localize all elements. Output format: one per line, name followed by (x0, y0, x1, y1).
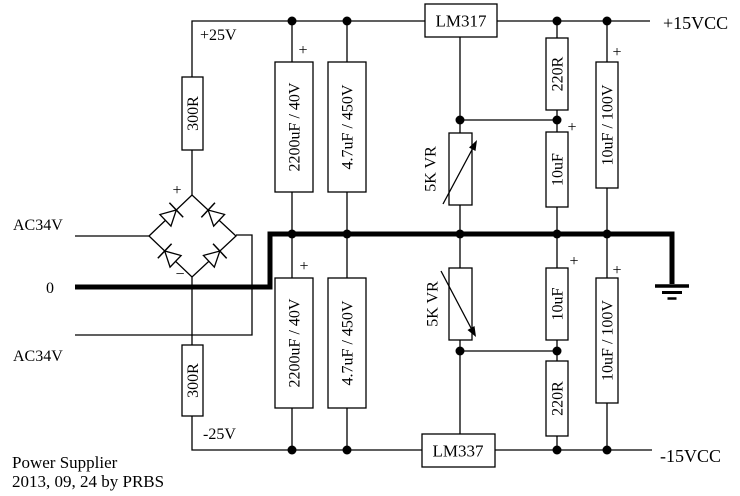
cap-4u7-bottom-label: 4.7uF / 450V (340, 300, 357, 385)
net-label-minus25v: -25V (203, 426, 236, 443)
junction-dot (552, 346, 562, 356)
cap-10uf-100v-bottom-plus-mark: + (612, 262, 621, 279)
cap-2200uf-bottom-plus-mark: + (299, 258, 308, 275)
cap-2200uf-bottom: 2200uF / 40V (274, 277, 314, 409)
zero-ground-bus (75, 231, 675, 290)
cap-10uf-bottom-label: 10uF (550, 287, 567, 320)
net-label-ac34v-bottom: AC34V (13, 348, 63, 365)
diode-bottom-right-icon (202, 243, 228, 269)
resistor-300r-bottom: 300R (181, 344, 204, 417)
lm317-adjust-wires (459, 37, 558, 133)
cap-2200uf-top-label: 2200uF / 40V (287, 82, 304, 171)
polarity-marks: + + + + + + (298, 42, 621, 279)
cap-10uf-100v-top: 10uF / 100V (595, 61, 619, 189)
potentiometer-top: 5K VR (423, 132, 477, 206)
cap-10uf-100v-top-plus-mark: + (612, 44, 621, 61)
diode-top-left-icon (158, 202, 184, 228)
top-stub-wires (291, 21, 608, 62)
junction-dots (287, 16, 612, 455)
junction-dot (342, 16, 352, 26)
resistor-300r-bottom-label: 300R (185, 363, 202, 398)
earth-ground-symbol (655, 284, 689, 300)
regulator-lm337-label: LM337 (433, 442, 485, 461)
cap-10uf-100v-bottom-label: 10uF / 100V (600, 300, 617, 381)
resistor-220r-bottom-label: 220R (550, 381, 567, 416)
cap-10uf-bottom: 10uF (545, 267, 569, 341)
junction-dot (455, 229, 465, 239)
junction-dot (455, 115, 465, 125)
junction-dot (342, 229, 352, 239)
cap-10uf-100v-bottom: 10uF / 100V (595, 277, 619, 404)
junction-dot (287, 445, 297, 455)
junction-dot (287, 229, 297, 239)
cap-2200uf-bottom-label: 2200uF / 40V (287, 298, 304, 387)
cap-2200uf-top-plus-mark: + (298, 42, 307, 59)
net-label-zero: 0 (46, 280, 54, 297)
positive-rail-wire (191, 20, 650, 77)
regulator-lm337: LM337 (421, 433, 496, 468)
bottom-stub-wires (291, 403, 608, 450)
cap-4u7-top-label: 4.7uF / 450V (340, 84, 357, 169)
cap-4u7-top: 4.7uF / 450V (327, 61, 367, 193)
junction-dot (342, 445, 352, 455)
bridge-rectifier: + − (148, 182, 237, 283)
resistor-300r-top: 300R (181, 76, 204, 151)
potentiometer-bottom-arrowhead (467, 326, 476, 337)
potentiometer-top-label: 5K VR (423, 146, 440, 192)
junction-dot (552, 445, 562, 455)
regulator-lm317: LM317 (424, 3, 498, 38)
junction-dot (552, 115, 562, 125)
cap-10uf-top: 10uF (545, 131, 569, 208)
cap-10uf-100v-top-label: 10uF / 100V (600, 84, 617, 165)
ground-stub-wires-top (291, 188, 608, 234)
cap-10uf-top-plus-mark: + (567, 119, 576, 136)
junction-dot (455, 346, 465, 356)
junction-dot (602, 445, 612, 455)
bridge-connection-wires (75, 150, 193, 345)
net-label-plus25v: +25V (200, 27, 237, 44)
resistor-220r-top: 220R (545, 37, 569, 111)
schematic-date-author: 2013, 09, 24 by PRBS (12, 472, 164, 491)
potentiometer-bottom: 5K VR (425, 267, 476, 341)
lm337-adjust-wires (459, 340, 558, 434)
ground-stub-wires-bottom (291, 234, 608, 278)
diode-bottom-left-icon (157, 243, 183, 269)
net-label-ac34v-top: AC34V (13, 217, 63, 234)
junction-dot (552, 229, 562, 239)
junction-dot (287, 16, 297, 26)
bridge-diamond (148, 194, 237, 278)
junction-dot (602, 229, 612, 239)
diode-top-right-icon (200, 202, 226, 228)
net-label-minus15vcc: -15VCC (660, 446, 721, 466)
regulator-lm317-label: LM317 (436, 12, 488, 31)
potentiometer-top-arrowhead (469, 140, 477, 151)
net-label-plus15vcc: +15VCC (663, 13, 728, 33)
junction-dot (602, 16, 612, 26)
junction-dot (552, 16, 562, 26)
cap-10uf-bottom-plus-mark: + (569, 253, 578, 270)
resistor-220r-bottom: 220R (545, 360, 569, 437)
bridge-minus-mark: − (175, 266, 184, 283)
potentiometer-bottom-label: 5K VR (425, 281, 442, 327)
cap-10uf-top-label: 10uF (550, 153, 567, 186)
cap-2200uf-top: 2200uF / 40V (274, 61, 314, 193)
cap-4u7-bottom: 4.7uF / 450V (327, 277, 367, 409)
schematic-title: Power Supplier (12, 453, 118, 472)
bridge-plus-mark: + (172, 182, 181, 199)
resistor-220r-top-label: 220R (550, 56, 567, 91)
resistor-300r-top-label: 300R (185, 96, 202, 131)
